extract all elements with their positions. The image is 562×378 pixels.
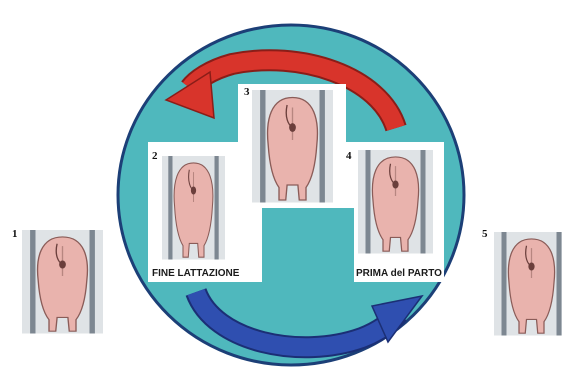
pig-rear-view-icon-1	[22, 230, 103, 334]
pig-rear-view-icon-3	[252, 90, 333, 203]
pig-rear-view-icon-4	[358, 150, 433, 254]
label-end-lactation: FINE LATTAZIONE	[150, 268, 241, 280]
stage-number-1: 1	[12, 228, 18, 240]
pig-rear-view-icon-2	[162, 156, 225, 260]
stage-number-5: 5	[482, 228, 488, 240]
pig-rear-view-icon-5	[494, 232, 562, 336]
stage-number-4: 4	[346, 150, 352, 162]
stage-number-2: 2	[152, 150, 158, 162]
stage-number-3: 3	[244, 86, 250, 98]
label-before-farrowing: PRIMA del PARTO	[354, 268, 444, 280]
